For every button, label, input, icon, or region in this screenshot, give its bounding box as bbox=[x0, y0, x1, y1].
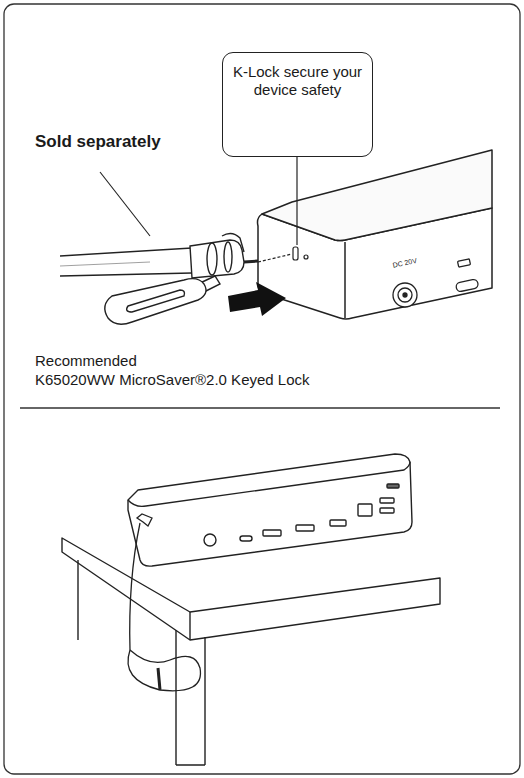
table-part bbox=[176, 630, 205, 765]
dock-on-table-part bbox=[204, 534, 216, 546]
cable-on-table-part bbox=[158, 668, 160, 690]
table bbox=[62, 538, 440, 765]
callout-text: K-Lock secure your device safety bbox=[229, 63, 366, 99]
lock-slot-part bbox=[304, 255, 308, 259]
page-frame-part bbox=[20, 407, 500, 408]
dock-on-table-part bbox=[330, 520, 346, 526]
lock-head-part bbox=[207, 243, 217, 275]
page-frame bbox=[4, 4, 520, 774]
table-part bbox=[77, 560, 78, 640]
dock-on-table-part bbox=[380, 508, 394, 513]
lock-key-part bbox=[105, 279, 206, 325]
cable-on-table-part bbox=[128, 650, 201, 691]
cable-part bbox=[60, 273, 192, 276]
dc-port-part bbox=[393, 283, 417, 307]
cable-on-table-part bbox=[130, 523, 140, 650]
dock-on-table-part bbox=[128, 462, 410, 506]
lock-head-part bbox=[224, 242, 232, 272]
lock-head-part bbox=[244, 261, 258, 262]
insert-arrow bbox=[228, 282, 286, 316]
label-leader-part bbox=[100, 172, 150, 236]
dock-on-table-part bbox=[380, 498, 394, 503]
callout-leader-part bbox=[296, 157, 297, 245]
lock-key bbox=[105, 276, 220, 324]
cable-on-table bbox=[128, 514, 201, 691]
dock-on-table bbox=[128, 454, 412, 566]
dock-on-table-part bbox=[387, 484, 399, 488]
part-note: Sold separately bbox=[35, 132, 161, 152]
dock-on-table-part bbox=[128, 454, 412, 566]
recommendation-note: Recommended bbox=[35, 352, 137, 369]
dock-on-table-part bbox=[296, 525, 314, 531]
cable-part bbox=[60, 248, 192, 256]
usb-c-port bbox=[455, 259, 478, 292]
lock-key-part bbox=[127, 290, 185, 312]
cable-part bbox=[60, 248, 192, 276]
lock-head-part bbox=[222, 233, 244, 252]
insert-arrow-part bbox=[228, 282, 286, 316]
label-leader bbox=[100, 172, 150, 236]
dock-on-table-part bbox=[358, 504, 372, 516]
dock-on-table-part bbox=[240, 536, 252, 541]
product-name: K65020WW MicroSaver®2.0 Keyed Lock bbox=[35, 371, 310, 388]
table-part bbox=[189, 612, 190, 640]
lock-head-part bbox=[190, 240, 244, 278]
dc-port-part bbox=[398, 288, 412, 302]
cable bbox=[60, 248, 192, 276]
page-frame-part bbox=[4, 4, 520, 774]
lock-slot bbox=[258, 247, 308, 262]
cable-part bbox=[60, 262, 150, 266]
dock-body bbox=[258, 150, 493, 319]
callout-box: K-Lock secure your device safety bbox=[222, 52, 373, 157]
dock-body-part bbox=[344, 242, 346, 318]
dc-port-part bbox=[403, 293, 407, 297]
lock-slot-part bbox=[293, 247, 298, 260]
lock-slot-part bbox=[258, 254, 292, 262]
dock-on-table-part bbox=[263, 530, 281, 536]
callout-leader bbox=[296, 157, 297, 245]
usb-c-port-part bbox=[458, 259, 471, 267]
lock-head bbox=[190, 233, 258, 278]
usb-c-port-part bbox=[455, 279, 478, 292]
dc-port bbox=[393, 283, 417, 307]
